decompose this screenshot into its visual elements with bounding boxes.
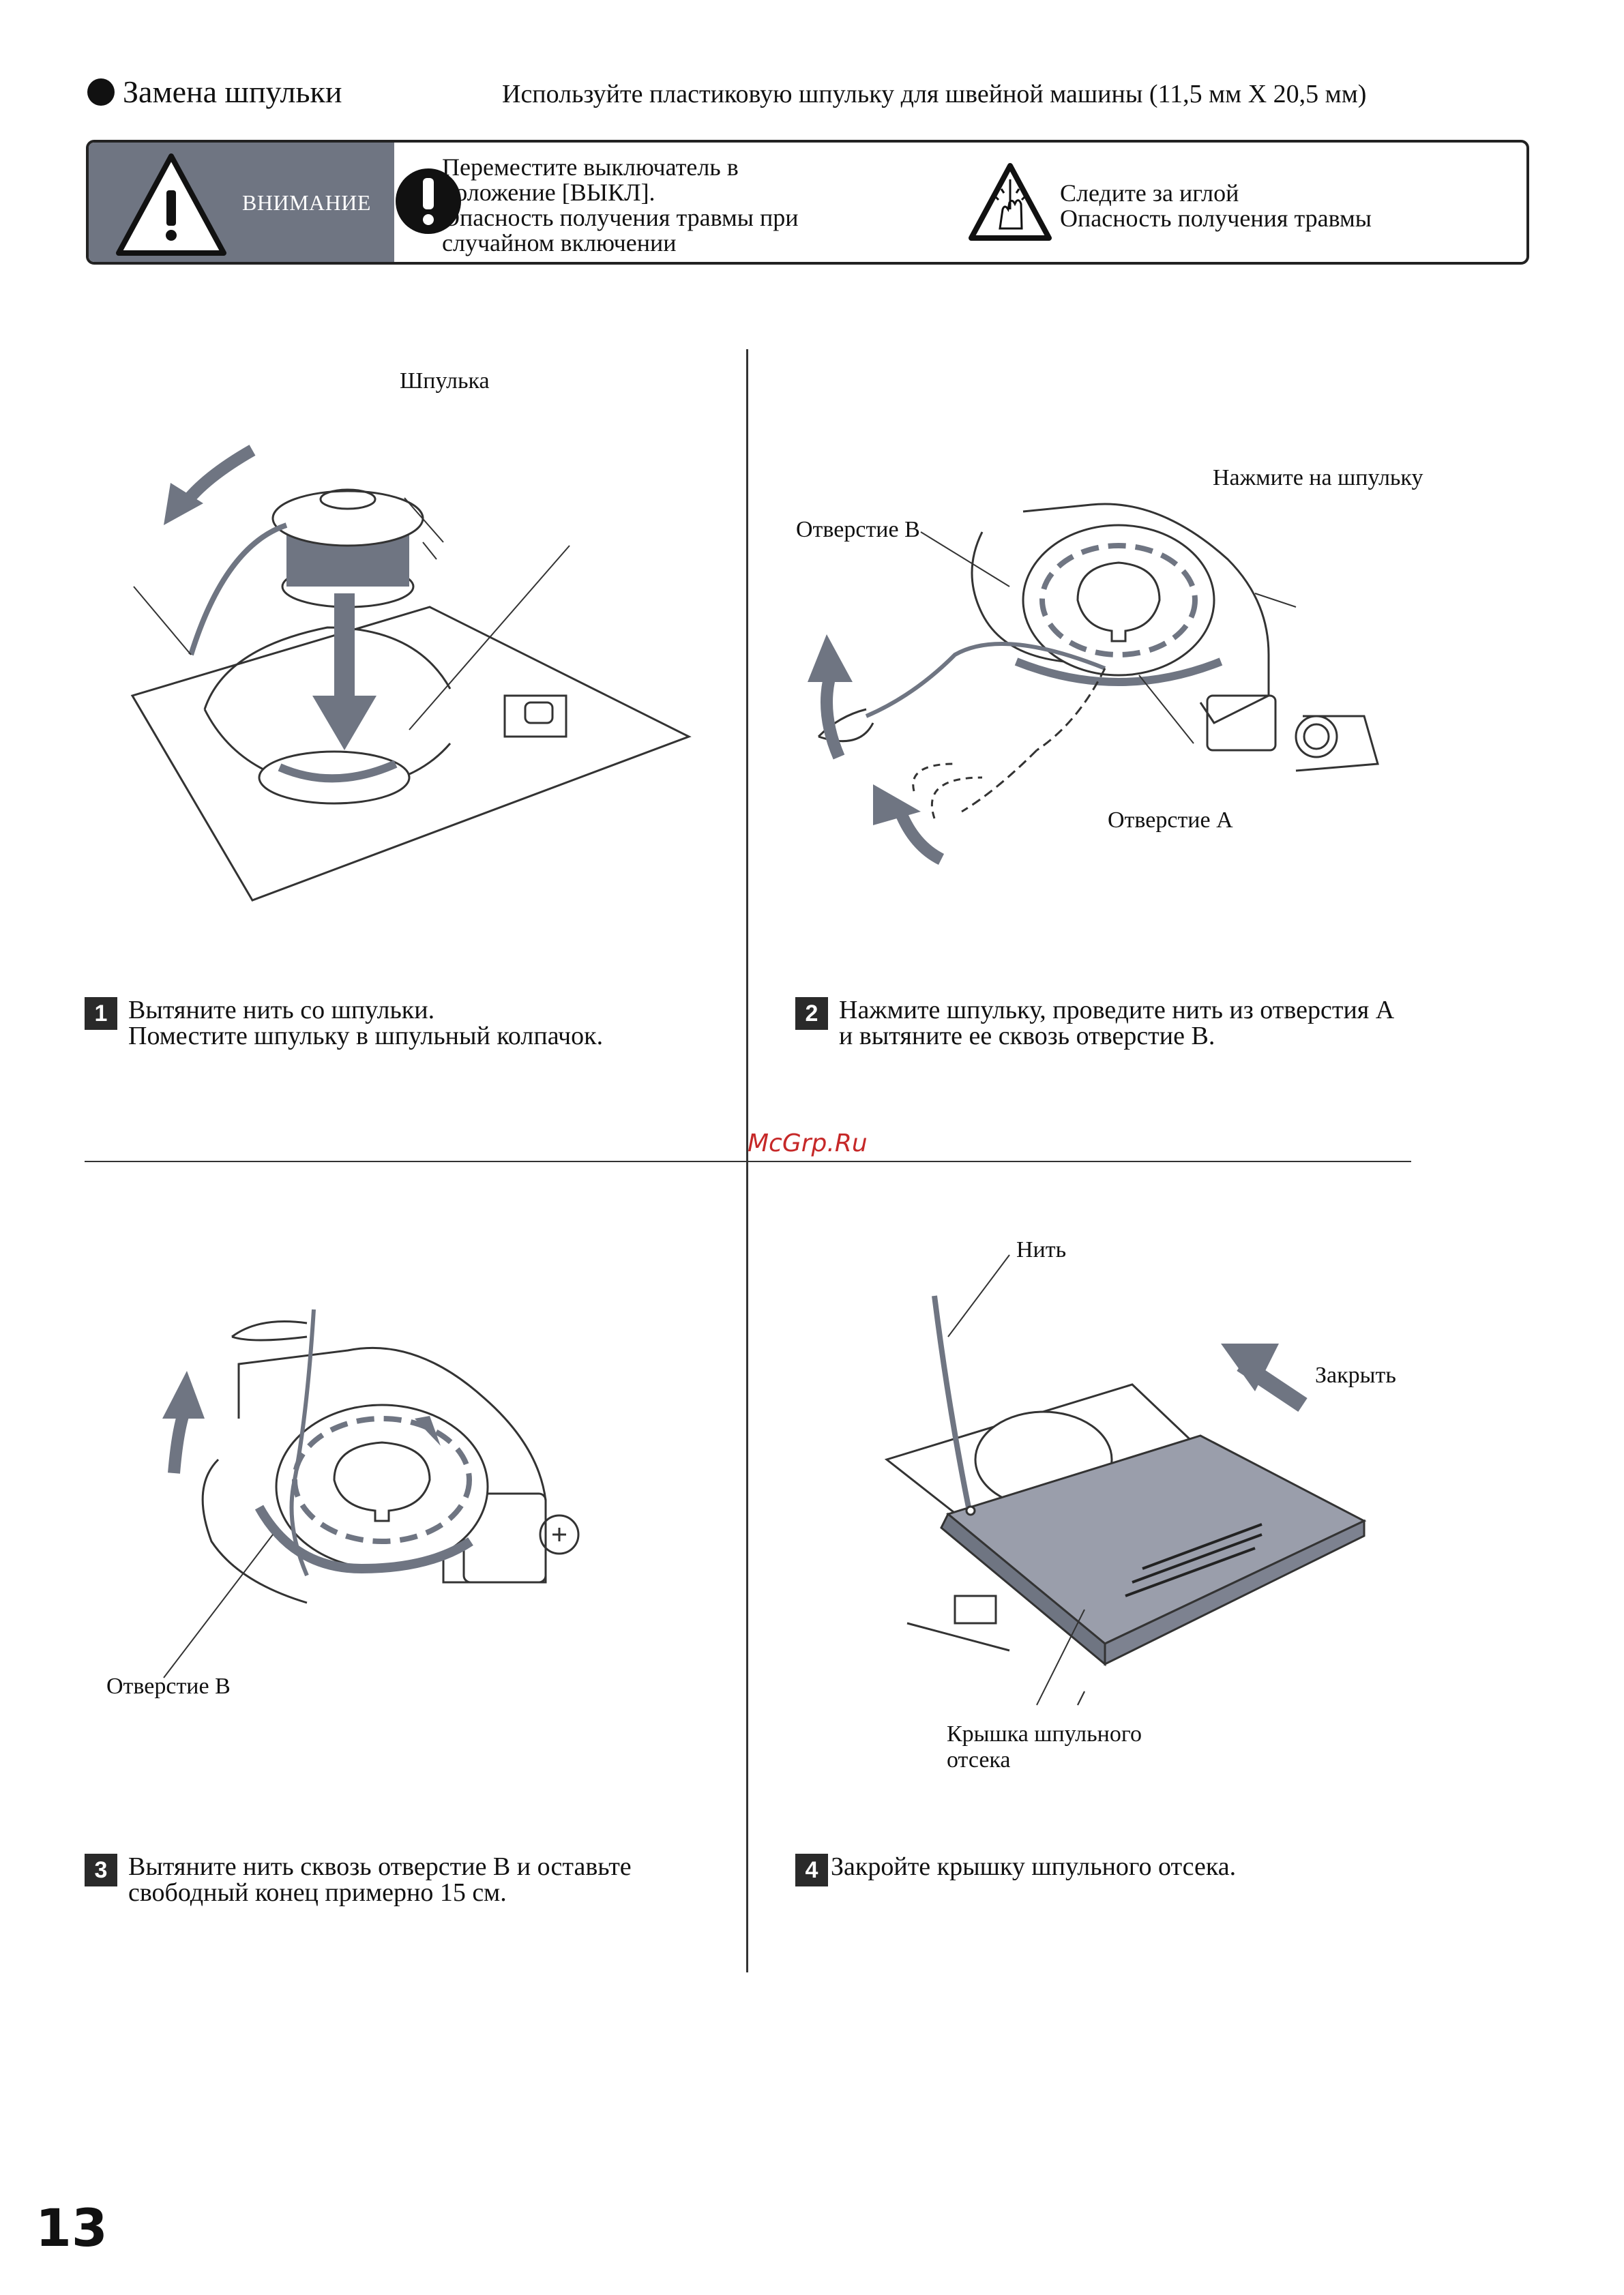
thread-line [932,1295,971,1508]
caution-label-panel: ВНИМАНИЕ [89,143,394,262]
callout-thread: Нить [1016,1237,1067,1262]
step-4: 4 Закройте крышку шпульного отсека. [795,1854,1409,1886]
bobbin-case [258,750,411,805]
illustration-pull-thread-hole-b [162,1309,580,1678]
illustration-insert-bobbin [130,445,692,902]
power-warning-line: Опасность получения травмы при [442,204,799,231]
step-text-line: и вытяните ее сквозь отверстие В. [839,1022,1215,1050]
power-warning-line: случайном включении [442,229,677,256]
caution-box: ВНИМАНИЕ Переместите выключатель в полож… [86,140,1529,265]
section-title: Замена шпульки [87,74,342,110]
needle-warning: Следите за иглой Опасность получения тра… [969,163,1372,241]
callout-cover-line: Крышка шпульного [947,1721,1142,1747]
step-text-line: Вытяните нить со шпульки. [128,996,435,1024]
step-text-line: Нажмите шпульку, проведите нить из отвер… [839,996,1395,1024]
up-arrow-icon [162,1371,205,1474]
callout-cover: Крышка шпульного отсека [947,1721,1142,1773]
illustration-close-cover [884,1254,1367,1706]
up-arrow-icon [808,634,853,760]
caution-label: ВНИМАНИЕ [242,190,371,215]
step-text-line: свободный конец примерно 15 см. [128,1878,507,1907]
thread-line [188,522,288,656]
section-title-text: Замена шпульки [123,74,342,109]
step-number: 3 [85,1854,117,1886]
callout-hole-a: Отверстие А [1108,808,1233,833]
step-2: 2 Нажмите шпульку, проведите нить из отв… [795,997,1505,1049]
exclamation-circle-icon [396,168,461,234]
bobbin-top-view [254,1404,489,1574]
bullet-icon [87,78,115,106]
callout-bobbin: Шпулька [400,368,490,394]
power-warning-line: положение [ВЫКЛ]. [442,179,655,206]
curved-arrow-icon [164,445,256,525]
step-text-line: Поместите шпульку в шпульный колпачок. [128,1022,604,1050]
thread-line [289,1309,316,1577]
step-number: 1 [85,997,117,1030]
callout-hole-b: Отверстие В [796,517,920,542]
step-number: 2 [795,997,828,1030]
bobbin-spec-note: Используйте пластиковую шпульку для швей… [502,80,1367,108]
page-number: 13 [35,2197,108,2258]
bobbin-top-view [1014,524,1223,686]
callout-close: Закрыть [1315,1363,1396,1388]
bobbin-icon [271,488,424,608]
needle-hazard-icon [969,163,1052,241]
illustration-thread-bobbin-case [808,503,1379,865]
step-1: 1 Вытяните нить со шпульки. Поместите шп… [85,997,698,1049]
warning-triangle-icon [116,153,226,256]
power-off-warning: Переместите выключатель в положение [ВЫК… [396,153,933,256]
diagonal-arrow-icon [1221,1344,1308,1412]
step-text-line: Вытяните нить сквозь отверстие В и остав… [128,1852,632,1881]
callout-cover-line: отсека [947,1747,1011,1773]
watermark: McGrp.Ru [748,1129,868,1157]
step-text-line: Закройте крышку шпульного отсека. [831,1852,1237,1881]
needle-warning-line: Опасность получения травмы [1060,205,1372,232]
bobbin-cover [940,1434,1367,1667]
callout-hole-b-step3: Отверстие В [106,1674,231,1699]
curved-arrow-icon [873,784,945,865]
needle-warning-line: Следите за иглой [1060,179,1239,207]
down-arrow-icon [312,593,377,750]
step-3: 3 Вытяните нить сквозь отверстие В и ост… [85,1854,726,1906]
step-number: 4 [795,1854,828,1886]
horizontal-divider [85,1161,1411,1162]
thread-line [865,642,1106,718]
power-warning-line: Переместите выключатель в [442,153,739,181]
callout-press-bobbin: Нажмите на шпульку [1213,465,1423,490]
